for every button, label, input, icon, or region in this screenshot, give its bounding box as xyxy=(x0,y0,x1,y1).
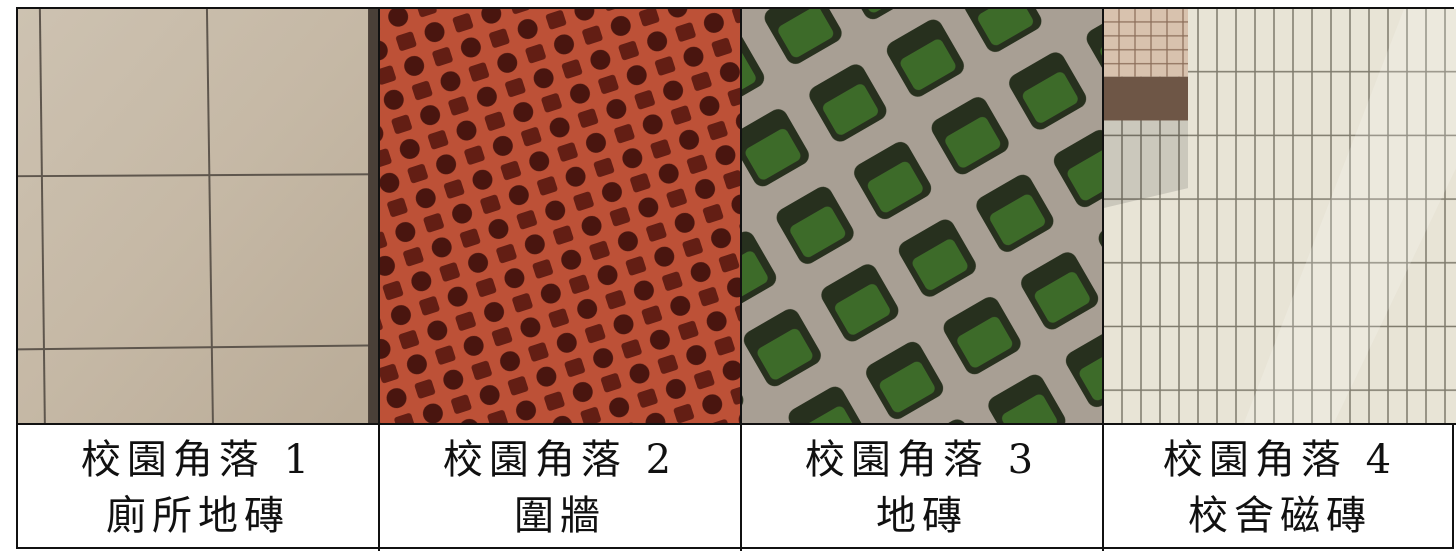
caption-subtitle: 圍牆 xyxy=(514,493,606,539)
photo-grass-paver xyxy=(742,9,1104,425)
caption-title: 校園角落 2 xyxy=(442,437,678,483)
caption-panel-3: 校園角落 3 地磚 xyxy=(742,425,1104,551)
grass-paver-image xyxy=(742,9,1102,423)
caption-panel-4: 校園角落 4 校舍磁磚 xyxy=(1104,425,1456,551)
caption-panel-1: 校園角落 1 廁所地磚 xyxy=(18,425,380,551)
caption-panel-2: 校園角落 2 圍牆 xyxy=(380,425,742,551)
photo-floor-tiles xyxy=(18,9,380,425)
caption-title: 校園角落 4 xyxy=(1162,437,1398,483)
caption-title: 校園角落 1 xyxy=(80,437,316,483)
photo-wall-tiles xyxy=(1104,9,1456,425)
wall-tiles-image xyxy=(1104,9,1456,423)
lattice-wall-image xyxy=(380,9,740,423)
caption-title: 校園角落 3 xyxy=(804,437,1040,483)
caption-subtitle: 校舍磁磚 xyxy=(1188,493,1372,539)
caption-subtitle: 地磚 xyxy=(876,493,968,539)
floor-tiles-image xyxy=(18,9,378,423)
caption-subtitle: 廁所地磚 xyxy=(106,493,290,539)
photo-lattice-wall xyxy=(380,9,742,425)
tile-comparison-table: 校園角落 1 廁所地磚 校園角落 2 圍牆 校園角落 3 地磚 校園角落 4 校… xyxy=(16,7,1456,551)
